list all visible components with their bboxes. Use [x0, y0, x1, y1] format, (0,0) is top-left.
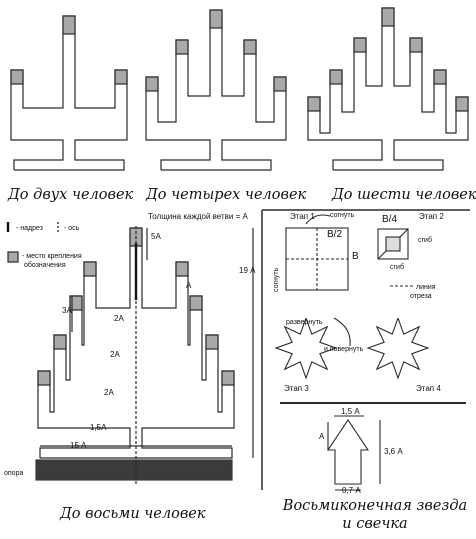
tree-six-mount-center: [381, 7, 395, 27]
candle-outline: [326, 419, 370, 485]
tree-six-mount-left-1: [329, 69, 343, 85]
legend-cut-text: - надрез: [16, 225, 43, 232]
menorah-mount-right-2: [189, 295, 203, 311]
caption-six-people: До шести человек: [332, 187, 476, 203]
tree-four-mount-left-0: [145, 76, 159, 92]
tree-two-mount-right-0: [114, 69, 128, 85]
tree-four-mount-left-1: [175, 39, 189, 55]
tree-six-mount-right-1: [433, 69, 447, 85]
dim-19a: 19 А: [239, 266, 256, 275]
bend-label-1: сгиб: [418, 237, 432, 244]
stage1-fold-arrow: [305, 214, 331, 225]
rotate-label-2: и повернуть: [324, 346, 364, 353]
stage4-star: [366, 317, 430, 380]
cut-line-label-1: линия: [416, 284, 436, 291]
stage1-label: Этап 1: [290, 212, 315, 221]
stage2-square: [377, 228, 409, 260]
tree-six-mount-right-0: [455, 96, 469, 112]
dim-1-5a: 1,5А: [90, 423, 107, 432]
branch-thickness-label: Толщина каждой ветви = А: [148, 212, 248, 221]
caption-eight-people: До восьми человек: [60, 506, 206, 522]
candle-dim-a: А: [319, 432, 325, 441]
legend-mount-line2: обозначения: [24, 262, 66, 269]
menorah-base: [35, 459, 233, 481]
caption-star-candle: Восьмиконечная звезда и свечка: [275, 497, 475, 533]
dim-3a: 3А: [62, 306, 72, 315]
tree-six-mount-left-2: [353, 37, 367, 53]
base-label: опора: [4, 470, 24, 477]
menorah-mount-right-0: [221, 370, 235, 386]
menorah-mount-right-1: [205, 334, 219, 350]
dim-2a-1: 2А: [114, 314, 124, 323]
dim-15a: 15 А: [70, 441, 87, 450]
legend-axis-text: - ось: [64, 225, 80, 232]
cut-line-label-2: отреза: [410, 293, 432, 300]
menorah-mount-right-3: [175, 261, 189, 277]
dim-2a-3: 2А: [104, 388, 114, 397]
dim-5a: 5А: [151, 232, 161, 241]
caption-star-line1: Восьмиконечная звезда: [282, 498, 468, 514]
tree-four-mount-right-0: [273, 76, 287, 92]
b-label: В: [352, 251, 359, 262]
stage2-label: Этап 2: [419, 212, 444, 221]
stage4-label: Этап 4: [416, 384, 441, 393]
tree-four-mount-right-1: [243, 39, 257, 55]
candle-dim-1-5a: 1,5 А: [341, 407, 360, 416]
tree-two-mount-center: [62, 15, 76, 35]
caption-four-people: До четырех человек: [146, 187, 307, 203]
tree-two-mount-left-0: [10, 69, 24, 85]
legend-mount-swatch: [7, 251, 19, 263]
candle-dim-3-6a: 3,6 А: [384, 447, 403, 456]
b-half-label: В/2: [327, 229, 343, 240]
tree-four-mount-center: [209, 9, 223, 29]
caption-two-people: До двух человек: [8, 187, 134, 203]
menorah-mount-left-2: [69, 295, 83, 311]
dim-2a-2: 2А: [110, 350, 120, 359]
rotate-label-1: развернуть: [286, 319, 323, 326]
stage3-rotate-arrow: [333, 317, 351, 347]
tree-four-outline: [145, 9, 287, 171]
menorah-mount-left-3: [83, 261, 97, 277]
fold-label: согнуть: [330, 212, 355, 219]
tree-two-outline: [10, 15, 128, 171]
candle-dim-0-7a: 0,7 А: [342, 486, 361, 495]
menorah-mount-left-1: [53, 334, 67, 350]
tree-six-mount-left-0: [307, 96, 321, 112]
tree-six-mount-right-2: [409, 37, 423, 53]
legend-mount-line1: - место крепления: [22, 253, 82, 260]
caption-star-line2: и свечка: [342, 516, 408, 532]
menorah-mount-left-0: [37, 370, 51, 386]
bend-label-2: сгиб: [390, 264, 404, 271]
stage3-label: Этап 3: [284, 384, 309, 393]
dim-a: А: [186, 281, 192, 290]
tree-six-outline: [307, 7, 469, 171]
stage2-inner: [385, 236, 401, 252]
b-quarter-label: В/4: [382, 214, 398, 225]
fold-vertical-label: согнуть: [273, 267, 280, 292]
stage3-star: [274, 317, 338, 380]
